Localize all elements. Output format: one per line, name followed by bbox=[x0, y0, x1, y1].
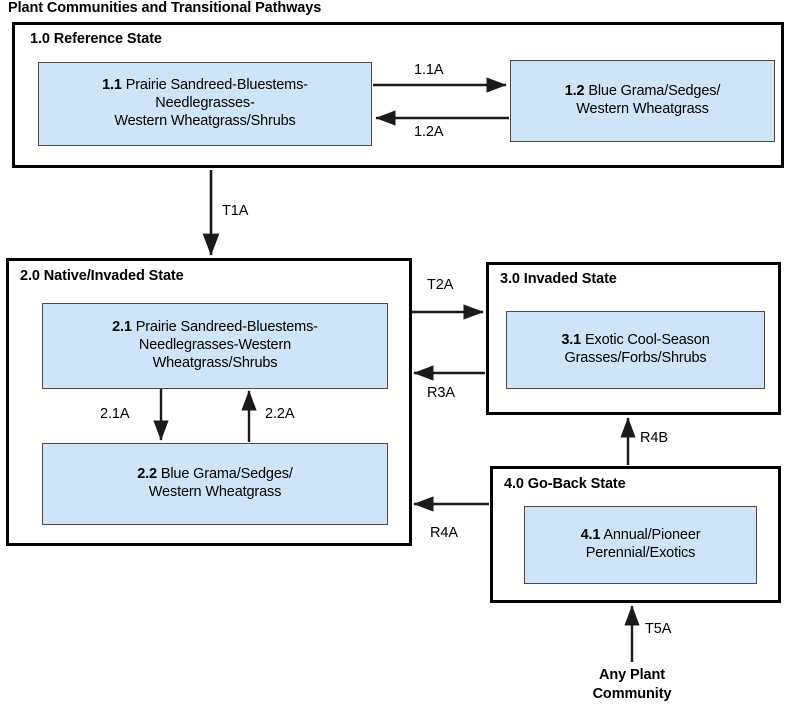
community-box-2-1: 2.1 Prairie Sandreed-Bluestems- Needlegr… bbox=[42, 303, 388, 389]
state-title-reference: 1.0 Reference State bbox=[30, 31, 162, 47]
arrow-label-2-2A: 2.2A bbox=[265, 406, 295, 422]
community-name-1-2-line-2: Western Wheatgrass bbox=[576, 101, 709, 117]
community-name-1-2-line-1: Blue Grama/Sedges/ bbox=[588, 83, 721, 100]
community-box-1-2: 1.2 Blue Grama/Sedges/ Western Wheatgras… bbox=[510, 60, 775, 142]
community-name-2-1-line-3: Wheatgrass/Shrubs bbox=[152, 354, 278, 371]
arrow-label-R4A: R4A bbox=[430, 525, 458, 541]
community-name-1-1-line-2: Needlegrasses- bbox=[155, 95, 255, 112]
community-code-2-2: 2.2 bbox=[137, 466, 157, 483]
state-title-go-back: 4.0 Go-Back State bbox=[504, 476, 626, 492]
arrow-label-R3A: R3A bbox=[427, 385, 455, 401]
arrow-label-1-2A: 1.2A bbox=[414, 124, 444, 140]
community-name-2-2-line-1: Blue Grama/Sedges/ bbox=[160, 466, 293, 483]
any-plant-community-label: Any Plant Community bbox=[562, 666, 702, 704]
community-code-3-1: 3.1 bbox=[561, 332, 582, 349]
community-box-4-1: 4.1 Annual/Pioneer Perennial/Exotics bbox=[524, 506, 757, 584]
community-box-3-1: 3.1 Exotic Cool-Season Grasses/Forbs/Shr… bbox=[506, 311, 765, 389]
community-name-3-1-line-1: Exotic Cool-Season bbox=[584, 332, 710, 349]
community-name-3-1-line-2: Grasses/Forbs/Shrubs bbox=[564, 350, 707, 366]
arrow-label-R4B: R4B bbox=[640, 430, 668, 446]
arrow-label-1-1A: 1.1A bbox=[414, 62, 444, 78]
arrow-label-2-1A: 2.1A bbox=[100, 406, 130, 422]
community-code-1-2: 1.2 bbox=[564, 83, 585, 100]
community-name-4-1-line-2: Perennial/Exotics bbox=[585, 545, 696, 561]
community-name-2-1-line-2: Needlegrasses-Western bbox=[138, 337, 292, 354]
arrow-label-T1A: T1A bbox=[222, 203, 249, 219]
community-name-2-1-line-1: Prairie Sandreed-Bluestems- bbox=[135, 319, 318, 336]
community-name-1-1-line-3: Western Wheatgrass/Shrubs bbox=[114, 112, 296, 129]
community-name-4-1-line-1: Annual/Pioneer bbox=[603, 527, 701, 544]
any-plant-community-line-2: Community bbox=[592, 685, 672, 702]
state-title-native-invaded: 2.0 Native/Invaded State bbox=[20, 268, 184, 284]
community-box-2-2: 2.2 Blue Grama/Sedges/ Western Wheatgras… bbox=[42, 443, 388, 525]
page-title: Plant Communities and Transitional Pathw… bbox=[8, 0, 322, 16]
arrow-label-T5A: T5A bbox=[645, 621, 672, 637]
arrow-label-T2A: T2A bbox=[427, 277, 454, 293]
any-plant-community-line-1: Any Plant bbox=[599, 667, 665, 683]
state-title-invaded: 3.0 Invaded State bbox=[500, 271, 617, 287]
community-box-1-1: 1.1 Prairie Sandreed-Bluestems- Needlegr… bbox=[38, 62, 372, 146]
community-code-4-1: 4.1 bbox=[580, 527, 601, 544]
community-code-2-1: 2.1 bbox=[112, 319, 132, 336]
community-name-1-1-line-1: Prairie Sandreed-Bluestems- bbox=[125, 77, 308, 94]
community-name-2-2-line-2: Western Wheatgrass bbox=[148, 484, 282, 500]
community-code-1-1: 1.1 bbox=[102, 77, 122, 94]
